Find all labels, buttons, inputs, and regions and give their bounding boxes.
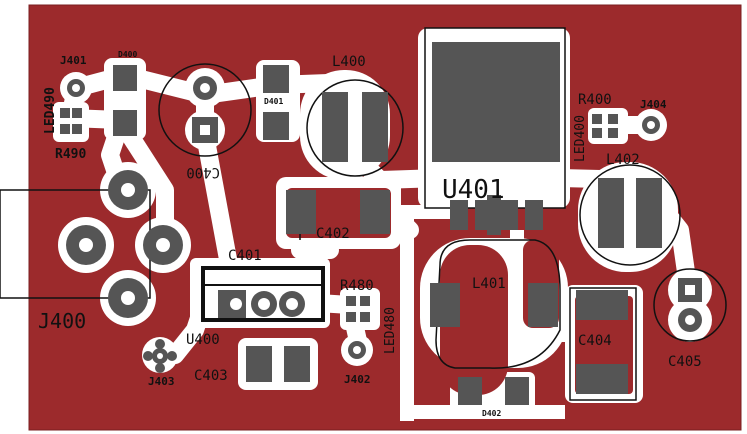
drill-holes bbox=[72, 83, 695, 359]
label-c403: C403 bbox=[194, 368, 228, 384]
label-j401: J401 bbox=[60, 54, 87, 67]
label-u401: U401 bbox=[442, 175, 505, 205]
label-j404: J404 bbox=[640, 98, 667, 111]
label-led480: LED480 bbox=[383, 307, 398, 354]
label-r490: R490 bbox=[55, 147, 86, 162]
label-d401: D401 bbox=[264, 97, 283, 106]
label-d400: D400 bbox=[118, 50, 137, 59]
label-led490: LED490 bbox=[43, 87, 58, 134]
label-c401: C401 bbox=[228, 248, 262, 264]
label-j402: J402 bbox=[344, 373, 371, 386]
label-r480: R480 bbox=[340, 278, 374, 294]
label-j403: J403 bbox=[148, 375, 175, 388]
smd-pads bbox=[60, 42, 702, 405]
label-j400: J400 bbox=[38, 309, 86, 333]
label-c402: C402 bbox=[316, 226, 350, 242]
silkscreen-labels: J401 D400 LED490 R490 C400 D401 L400 U40… bbox=[38, 50, 702, 418]
label-u400: U400 bbox=[186, 332, 220, 348]
label-led400: LED400 bbox=[573, 115, 588, 162]
label-r400: R400 bbox=[578, 92, 612, 108]
label-d402: D402 bbox=[482, 409, 501, 418]
label-l401: L401 bbox=[472, 276, 506, 292]
label-l402: L402 bbox=[606, 152, 640, 168]
label-c400: C400 bbox=[186, 164, 220, 180]
u400-outline bbox=[201, 266, 325, 322]
label-l400: L400 bbox=[332, 54, 366, 70]
label-c404: C404 bbox=[578, 333, 612, 349]
label-c405: C405 bbox=[668, 354, 702, 370]
